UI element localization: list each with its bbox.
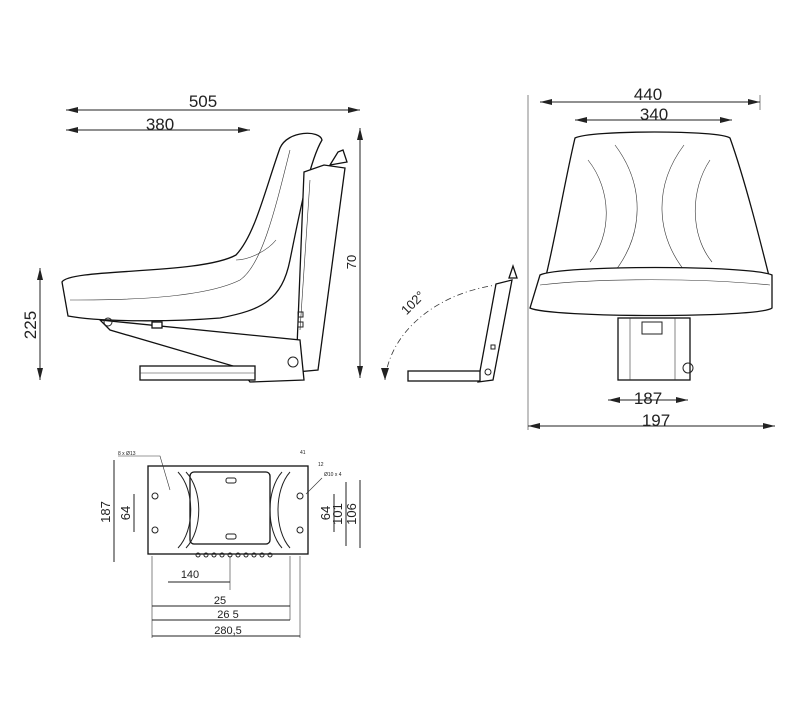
dim-380-label: 380 xyxy=(146,115,174,134)
arrow-right-icon xyxy=(348,107,360,113)
dim-340-label: 340 xyxy=(640,105,668,124)
mount-hole-icon xyxy=(296,526,304,534)
arrow-left-icon xyxy=(540,99,552,105)
arrow-left-icon xyxy=(66,127,78,133)
pivot-bolt-icon xyxy=(103,317,113,327)
seat-contour xyxy=(69,149,291,301)
dim-101-label: 101 xyxy=(330,503,345,525)
leader-line xyxy=(118,455,171,491)
bracket-slot xyxy=(297,321,304,328)
mount-hole-icon xyxy=(296,492,304,500)
bracket-slot xyxy=(490,344,496,350)
dim-2805-label: 280,5 xyxy=(214,625,242,637)
center-slot xyxy=(225,533,237,540)
seat-seam xyxy=(235,239,277,261)
seat-cushion xyxy=(61,132,323,322)
front-view: 440 340 187 197 xyxy=(527,85,775,430)
dim-41-label: 41 xyxy=(300,450,306,456)
dim-106-label: 106 xyxy=(344,503,359,525)
mechanism-block xyxy=(641,321,663,335)
hole-row xyxy=(195,552,273,558)
arrow-right-icon xyxy=(720,117,732,123)
bracket-edge xyxy=(299,179,311,331)
arrow-left-icon xyxy=(575,117,587,123)
folded-rail xyxy=(407,370,481,382)
backrest-bracket xyxy=(295,164,346,373)
arrow-right-icon xyxy=(238,127,250,133)
dim-197-label: 197 xyxy=(642,411,670,430)
seat-front xyxy=(529,266,773,317)
curved-slot xyxy=(185,471,200,549)
adjust-knob-icon xyxy=(508,263,518,279)
arrow-down-icon xyxy=(37,368,43,380)
rib-line xyxy=(661,144,689,276)
dim-187-label: 187 xyxy=(634,389,662,408)
arrow-up-icon xyxy=(357,128,363,140)
curved-slot xyxy=(177,471,192,549)
dim-64-left-label: 64 xyxy=(118,506,133,520)
dim-225-label: 225 xyxy=(21,311,40,339)
dim-187-plate-label: 187 xyxy=(98,501,113,523)
center-slot xyxy=(225,477,237,484)
mount-hole-icon xyxy=(151,492,159,500)
pivot-bolt-icon xyxy=(484,368,492,376)
rib-line xyxy=(695,159,713,263)
dim-440-label: 440 xyxy=(634,85,662,104)
dim-265-label: 26 5 xyxy=(217,609,238,621)
fold-view: 102° xyxy=(381,263,518,383)
folded-backrest xyxy=(477,279,513,383)
dim-12-label: 12 xyxy=(318,462,324,468)
arrow-left-icon xyxy=(66,107,78,113)
seat-contour xyxy=(539,279,771,286)
base-plate-view: 8 x Ø13 Ø10 x 4 41 12 187 64 64 101 106 … xyxy=(98,450,361,638)
arrow-down-icon xyxy=(357,366,363,378)
dim-64-right-label: 64 xyxy=(318,506,333,520)
rail-clip xyxy=(151,321,163,329)
leader-line xyxy=(305,477,323,495)
backrest-front xyxy=(544,131,771,281)
arrow-right-icon xyxy=(676,397,688,403)
arrow-up-icon xyxy=(37,268,43,280)
dim-70-label: 70 xyxy=(344,255,359,269)
adjust-knob-icon xyxy=(682,362,694,374)
suspension-base xyxy=(617,317,691,381)
bracket-slot xyxy=(297,311,304,318)
hole-note-left: 8 x Ø13 xyxy=(118,451,136,457)
arrow-right-icon xyxy=(748,99,760,105)
arrow-right-icon xyxy=(763,423,775,429)
arrow-down-icon xyxy=(381,368,389,380)
curved-slot xyxy=(269,471,283,549)
dim-25-label: 25 xyxy=(214,595,226,607)
adjust-knob-icon xyxy=(328,149,348,166)
rib-line xyxy=(587,159,607,263)
hole-note-right: Ø10 x 4 xyxy=(324,472,342,478)
dim-505-label: 505 xyxy=(189,92,217,111)
arrow-left-icon xyxy=(608,397,620,403)
rib-line xyxy=(611,144,638,276)
mount-hole-icon xyxy=(151,526,159,534)
fold-angle-label: 102° xyxy=(398,288,428,318)
dim-140-label: 140 xyxy=(181,569,199,581)
side-view: 505 380 225 70 xyxy=(21,92,363,383)
fold-arc xyxy=(384,283,506,381)
arrow-left-icon xyxy=(528,423,540,429)
pivot-bolt-icon xyxy=(287,356,299,368)
curved-slot xyxy=(277,471,291,549)
